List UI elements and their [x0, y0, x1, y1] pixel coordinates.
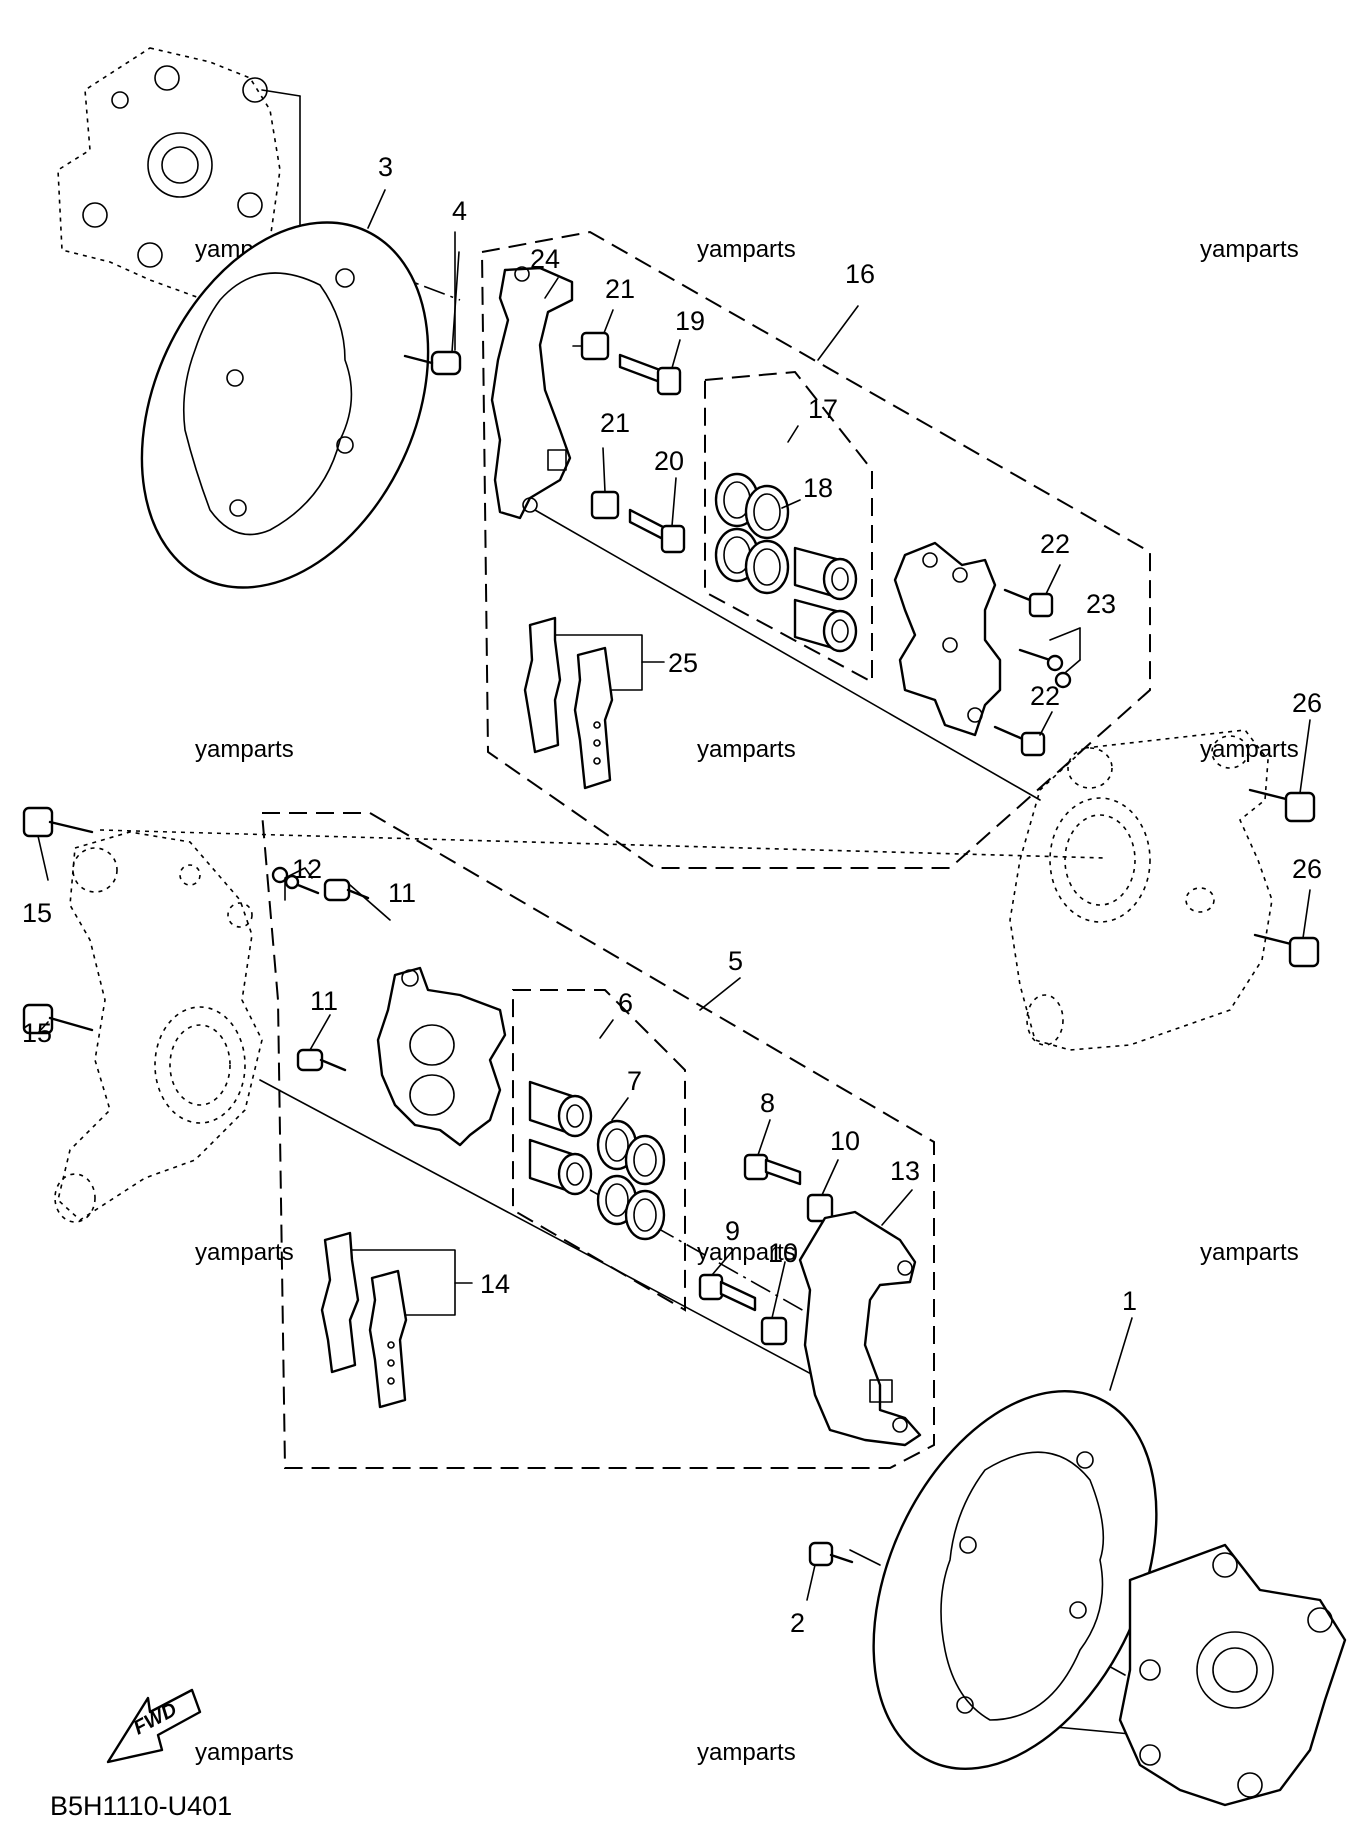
callout-label: 6: [618, 988, 633, 1018]
bushing-10-top: [806, 1193, 834, 1223]
callout-label: 5: [728, 946, 743, 976]
pistons-top: [793, 546, 858, 653]
caliper-body-top: [893, 541, 1002, 737]
watermark: yamparts: [195, 1739, 294, 1766]
callout-label: 7: [627, 1066, 642, 1096]
caliper-bolt-22-top: [1003, 588, 1054, 618]
watermark: yamparts: [1200, 236, 1299, 263]
disc-bolt-2: [808, 1541, 854, 1567]
brake-pads-25: [523, 616, 665, 790]
slide-pin-8: [743, 1153, 802, 1186]
brake-pads-14: [320, 1231, 473, 1409]
callout-label: 1: [1122, 1286, 1137, 1316]
callout-label: 26: [1292, 854, 1322, 884]
watermark: yamparts: [697, 236, 796, 263]
caliper-bolt-22-bottom: [993, 725, 1046, 757]
callout-label: 8: [760, 1088, 775, 1118]
callout-label: 21: [605, 274, 635, 304]
slide-pin-20: [628, 508, 686, 554]
bushing-10-bottom: [760, 1316, 788, 1346]
callout-label: 11: [388, 878, 416, 908]
bolt-15-top: [22, 806, 94, 838]
callout-labels: 3 4 24 21 19 16 21 20 17 18 22 23 25 22 …: [22, 152, 1322, 1638]
callout-label: 14: [480, 1269, 510, 1299]
callout-label: 22: [1040, 529, 1070, 559]
watermark: yamparts: [697, 736, 796, 763]
leader-lines: [37, 189, 1311, 1601]
callout-label: 10: [830, 1126, 860, 1156]
callout-label: 13: [890, 1156, 920, 1186]
fwd-arrow-icon: FWD: [106, 1688, 202, 1764]
callout-label: 26: [1292, 688, 1322, 718]
bolt-26-top: [1248, 788, 1316, 823]
bleed-screw-12: [271, 866, 320, 901]
slide-pin-9: [698, 1273, 757, 1312]
brake-disc-bottom: [872, 1389, 1158, 1771]
seal-set-7: [596, 1119, 666, 1241]
assembly-16-outline: [480, 230, 1151, 869]
knuckle-right: [1009, 729, 1273, 1051]
watermark: yamparts: [1200, 1239, 1299, 1266]
callout-label: 22: [1030, 681, 1060, 711]
callout-label: 10: [768, 1238, 798, 1268]
callout-label: 11: [310, 986, 338, 1016]
bushing-21-top: [572, 331, 610, 361]
watermark: yamparts: [195, 1239, 294, 1266]
callout-label: 21: [600, 408, 630, 438]
hub-top-left: [57, 47, 281, 301]
pistons-bottom: [528, 1080, 593, 1196]
pin-bolt-11-bottom: [296, 1048, 347, 1072]
bushing-21-bottom: [590, 490, 620, 520]
callout-label: 17: [808, 394, 838, 424]
pin-bolt-11-top: [323, 878, 370, 902]
brake-disc-top: [140, 221, 430, 589]
callout-label: 2: [790, 1608, 805, 1638]
diagram-code: B5H1110-U401: [50, 1791, 232, 1821]
callout-label: 15: [22, 898, 52, 928]
callout-label: 9: [725, 1216, 740, 1246]
watermark: yamparts: [1200, 736, 1299, 763]
slide-pin-19: [618, 353, 682, 396]
assembly-5-outline: [260, 812, 935, 1469]
assembly-17-outline: [704, 370, 873, 684]
callout-label: 15: [22, 1018, 52, 1048]
hub-bottom-right: [1118, 1543, 1347, 1807]
callout-label: 25: [668, 648, 698, 678]
watermark: yamparts: [195, 736, 294, 763]
watermarks: yamparts yamparts yamparts yamparts yamp…: [195, 236, 1299, 1766]
callout-label: 18: [803, 473, 833, 503]
callout-label: 12: [292, 854, 322, 884]
watermark: yamparts: [697, 1239, 796, 1266]
callout-label: 23: [1086, 589, 1116, 619]
caliper-bracket-13: [798, 1210, 922, 1447]
callout-label: 19: [675, 306, 705, 336]
bolt-26-bottom: [1253, 933, 1320, 968]
assembly-6-outline: [512, 989, 686, 1312]
seal-set-18: [714, 472, 790, 595]
callout-label: 16: [845, 259, 875, 289]
caliper-bracket-24: [490, 266, 574, 520]
callout-label: 20: [654, 446, 684, 476]
bleed-screw-23: [1018, 627, 1081, 689]
watermark: yamparts: [697, 1739, 796, 1766]
callout-label: 24: [530, 244, 560, 274]
callout-label: 4: [452, 196, 467, 226]
callout-label: 3: [378, 152, 393, 182]
knuckle-left: [54, 831, 263, 1223]
caliper-body-bottom: [376, 966, 507, 1147]
